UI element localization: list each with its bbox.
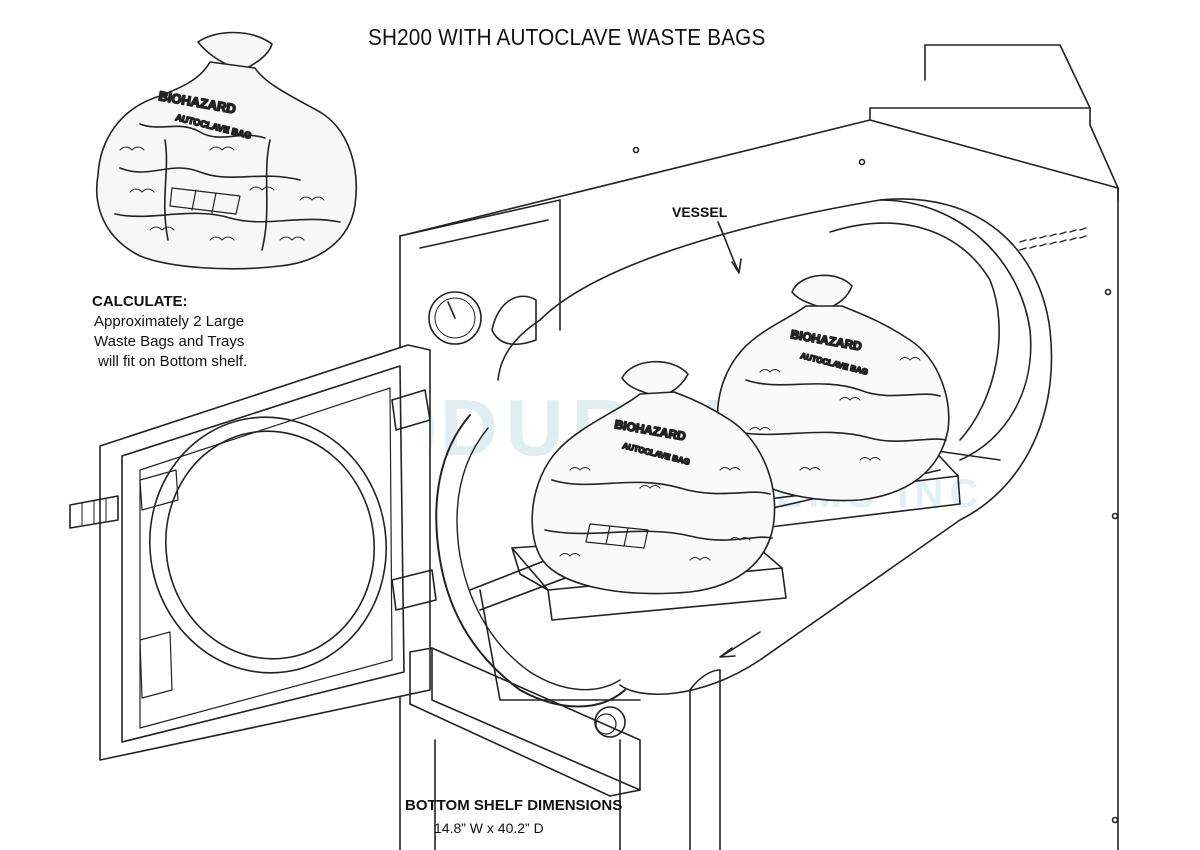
- calculate-line-1: Approximately 2 Large: [94, 313, 245, 330]
- shelf-rail: [409, 647, 641, 797]
- diagram-title: SH200 WITH AUTOCLAVE WASTE BAGS: [368, 24, 766, 50]
- door-handle: [69, 495, 119, 529]
- waste-bag-front: BIOHAZARD AUTOCLAVE BAG: [531, 360, 776, 595]
- vessel-label: VESSEL: [672, 204, 728, 220]
- knob-icon: [594, 706, 626, 738]
- standalone-waste-bag: BIOHAZARD AUTOCLAVE BAG: [96, 31, 358, 270]
- vessel-arrow: [717, 221, 742, 274]
- calculate-line-2: Waste Bags and Trays: [94, 333, 245, 350]
- autoclave-door: [69, 344, 437, 761]
- bottom-shelf-dimensions: 14.8” W x 40.2” D: [434, 820, 544, 836]
- calculate-heading: CALCULATE:: [92, 293, 188, 310]
- calculate-line-3: will fit on Bottom shelf.: [98, 353, 248, 370]
- waste-bag-back: BIOHAZARD AUTOCLAVE BAG: [716, 274, 950, 502]
- shelf-slide-arrow: [719, 631, 761, 658]
- pressure-gauge-icon: [428, 291, 482, 345]
- calculate-note: CALCULATE: Approximately 2 Large Waste B…: [92, 292, 247, 372]
- bottom-shelf-heading: BOTTOM SHELF DIMENSIONS: [405, 797, 623, 814]
- autoclave-cabinet: [399, 44, 1119, 850]
